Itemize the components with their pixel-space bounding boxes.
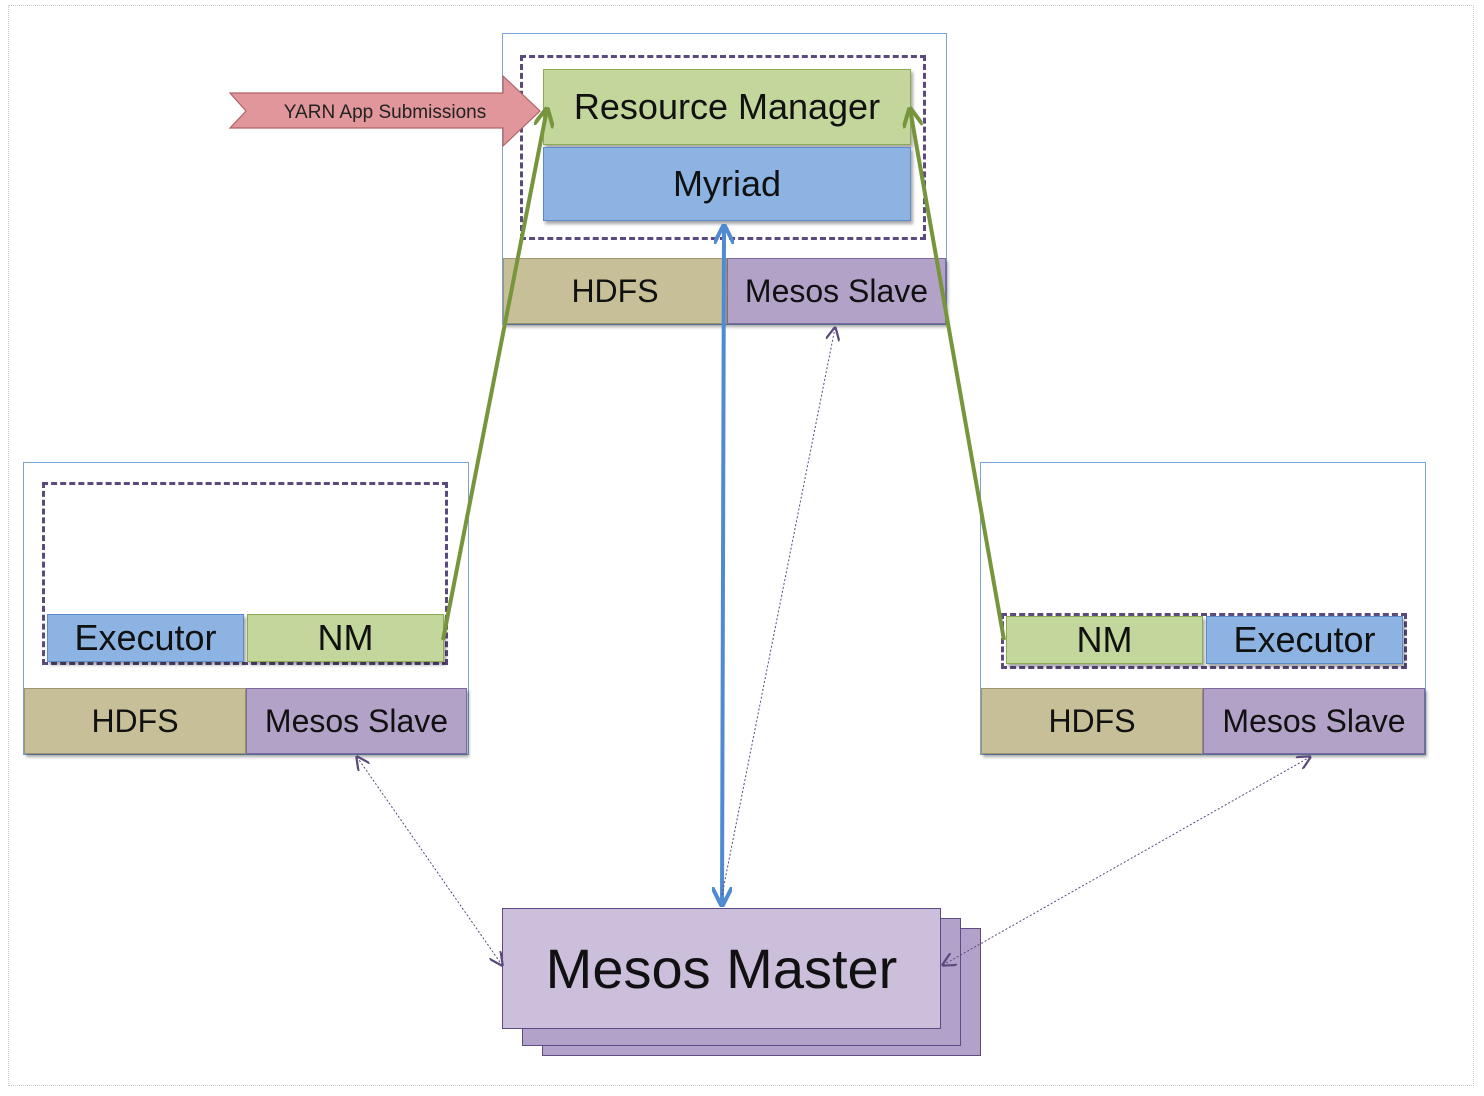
right-hdfs[interactable]: HDFS <box>981 688 1203 754</box>
mesos-master[interactable]: Mesos Master <box>502 908 941 1029</box>
right-mesos-slave[interactable]: Mesos Slave <box>1203 688 1425 754</box>
top-slave-to-master-link <box>721 328 835 896</box>
right-slave-to-master-link <box>943 757 1310 965</box>
left-slave-to-master-link <box>357 757 502 965</box>
yarn-submission-arrow-shape <box>228 74 541 148</box>
right-executor[interactable]: Executor <box>1206 616 1403 664</box>
left-executor[interactable]: Executor <box>47 614 244 662</box>
yarn-submission-label: YARN App Submissions <box>284 102 486 123</box>
yarn-submission-arrow: YARN App Submissions <box>228 74 541 148</box>
right-yarn-container <box>1001 613 1407 669</box>
right-nm-to-rm-link <box>910 109 1006 641</box>
myriad[interactable]: Myriad <box>543 147 911 221</box>
diagram-frame <box>8 5 1474 1086</box>
right-nm[interactable]: NM <box>1006 616 1203 664</box>
left-hdfs[interactable]: HDFS <box>24 688 246 754</box>
left-mesos-slave[interactable]: Mesos Slave <box>246 688 467 754</box>
top-hdfs[interactable]: HDFS <box>503 258 727 324</box>
left-nm-to-rm-link <box>441 109 547 641</box>
top-mesos-slave[interactable]: Mesos Slave <box>727 258 946 324</box>
left-yarn-container <box>42 482 448 665</box>
left-nm[interactable]: NM <box>247 614 444 662</box>
myriad-to-master-link <box>722 226 724 905</box>
